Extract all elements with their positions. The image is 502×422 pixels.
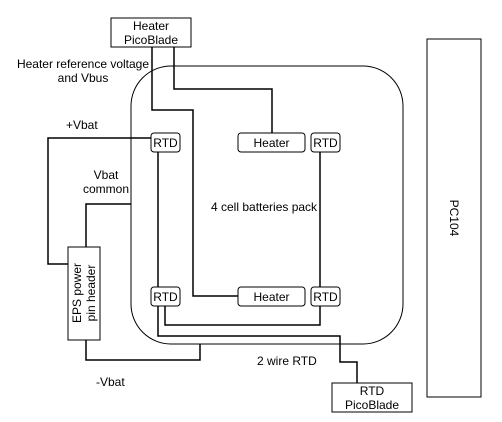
wire-vbat-common [85, 203, 131, 247]
eps-header-line2: pin header [84, 264, 98, 322]
rtd-label-bottom-left: RTD [153, 289, 178, 304]
pc104-board [426, 38, 482, 398]
battery-pack-outline [130, 65, 404, 345]
wire-vbat-plus [47, 137, 166, 265]
heater-box-bottom [237, 286, 306, 307]
wire-heater-return [151, 47, 238, 297]
heater-reference-line2: and Vbus [57, 71, 109, 85]
vbat-common-line2: common [82, 182, 129, 196]
heater-reference-line1: Heater reference voltage [16, 57, 150, 71]
rtd-label-top-right: RTD [313, 135, 338, 150]
heater-picoblade-line2: PicoBlade [123, 32, 179, 47]
pc104-label: PC104 [447, 199, 461, 237]
vbat-minus-label: -Vbat [96, 375, 125, 389]
vbat-plus-label: +Vbat [66, 118, 98, 132]
vbat-common-label: Vbat common [76, 168, 136, 196]
rtd-box-bottom-left [150, 286, 181, 307]
eps-header-label: EPS power pin header [70, 247, 98, 339]
rtd-box-top-right [310, 132, 341, 153]
heater-picoblade-box [110, 17, 192, 48]
heater-label-bottom: Heater [253, 289, 290, 304]
rtd-label-top-left: RTD [153, 135, 178, 150]
eps-header-box [67, 246, 101, 341]
wire-heater-supply [173, 47, 273, 133]
eps-header-line1: EPS power [70, 262, 84, 324]
wire-vbat-minus [85, 340, 201, 361]
rtd-label-bottom-right: RTD [313, 289, 338, 304]
heater-box-top [237, 132, 306, 153]
wire-rtd-out [157, 306, 358, 383]
rtd-box-bottom-right [310, 286, 341, 307]
rtd-picoblade-box [331, 382, 413, 413]
battery-pack-label: 4 cell batteries pack [211, 200, 318, 214]
rtd-box-top-left [150, 132, 181, 153]
rtd-picoblade-line2: PicoBlade [344, 397, 400, 412]
heater-picoblade-label: Heater PicoBlade [111, 18, 191, 47]
heater-picoblade-line1: Heater [132, 18, 170, 33]
heater-label-top: Heater [253, 135, 290, 150]
two-wire-rtd-label: 2 wire RTD [257, 354, 317, 368]
rtd-picoblade-line1: RTD [359, 383, 385, 398]
heater-reference-label: Heater reference voltage and Vbus [10, 57, 156, 85]
vbat-common-line1: Vbat [93, 168, 119, 182]
rtd-picoblade-label: RTD PicoBlade [332, 383, 412, 412]
wire-rtd-loop [164, 306, 321, 326]
